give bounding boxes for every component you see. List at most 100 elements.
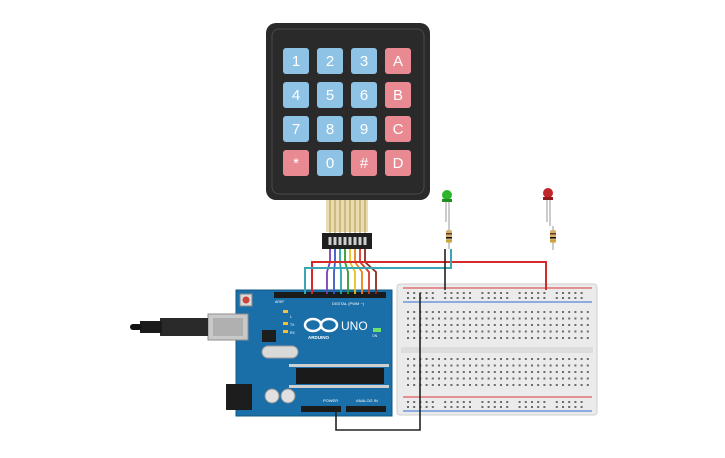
hole [493, 317, 496, 320]
keypad-wire[interactable] [326, 249, 331, 294]
rail-hole [500, 297, 502, 299]
key-4[interactable]: 4 [283, 82, 309, 108]
hole [431, 317, 434, 320]
keypad-wire[interactable] [354, 249, 363, 294]
arduino-uno-board[interactable]: UNO ARDUINO DIGITAL (PWM ~) POWER ANALOG… [207, 289, 393, 417]
hole [469, 317, 471, 320]
red-led[interactable] [543, 188, 553, 226]
rail-hole [574, 297, 577, 299]
usb-strain-relief [140, 321, 162, 333]
hole [493, 337, 496, 339]
hole [456, 317, 459, 320]
tx-label: TX [290, 323, 295, 327]
key-star[interactable]: * [283, 150, 309, 176]
wire-teal-led[interactable] [304, 249, 452, 294]
hole [456, 337, 459, 339]
hole [487, 311, 490, 313]
keypad-wire[interactable] [339, 249, 342, 294]
hole [444, 324, 447, 326]
rail-hole [487, 401, 490, 403]
hole [549, 384, 552, 386]
hole [574, 377, 577, 380]
hole [438, 324, 440, 326]
hole [481, 337, 484, 339]
rail-hole [568, 297, 571, 299]
analog-header[interactable] [346, 406, 386, 412]
hole [524, 371, 527, 373]
keypad-wires [326, 249, 377, 294]
hole [568, 311, 571, 313]
key-9[interactable]: 9 [351, 116, 377, 142]
hole [562, 337, 564, 339]
key-8[interactable]: 8 [317, 116, 343, 142]
hole [407, 384, 409, 386]
key-b[interactable]: B [385, 82, 411, 108]
keypad-wire[interactable] [344, 249, 349, 294]
key-c[interactable]: C [385, 116, 411, 142]
key-label: D [393, 155, 404, 172]
hole [543, 337, 546, 339]
wire-ground[interactable] [335, 293, 421, 431]
hole [524, 384, 527, 386]
key-5[interactable]: 5 [317, 82, 343, 108]
hole [431, 371, 434, 373]
hole [462, 317, 465, 320]
reset-button[interactable] [242, 296, 250, 304]
digital-header[interactable] [274, 292, 386, 298]
key-d[interactable]: D [385, 150, 411, 176]
key-7[interactable]: 7 [283, 116, 309, 142]
rail-hole [456, 297, 459, 299]
keypad-wire[interactable] [333, 249, 336, 294]
hole [456, 358, 459, 360]
green-led[interactable] [442, 190, 452, 226]
hole [543, 330, 546, 333]
usb-cable[interactable] [130, 318, 208, 336]
power-header[interactable] [301, 406, 341, 412]
green-led-resistor[interactable] [446, 226, 452, 249]
rail-hole [407, 292, 409, 294]
hole [580, 337, 583, 339]
hole [431, 384, 434, 386]
red-led-resistor[interactable] [550, 226, 556, 250]
key-6[interactable]: 6 [351, 82, 377, 108]
hole [450, 384, 453, 386]
key-hash[interactable]: # [351, 150, 377, 176]
rail-hole [493, 292, 496, 294]
hole [469, 384, 471, 386]
rail-hole [481, 297, 484, 299]
keypad-wire[interactable] [364, 249, 377, 294]
hole [506, 330, 509, 333]
hole [487, 377, 490, 380]
hole [574, 371, 577, 373]
rail-hole [469, 297, 471, 299]
key-a[interactable]: A [385, 48, 411, 74]
hole [512, 371, 515, 373]
rail-hole [487, 297, 490, 299]
key-1[interactable]: 1 [283, 48, 309, 74]
arduino-pcb [235, 289, 393, 417]
hole [469, 358, 471, 360]
hole [413, 337, 416, 339]
breadboard[interactable] [396, 283, 598, 416]
key-3[interactable]: 3 [351, 48, 377, 74]
hole [580, 364, 583, 367]
key-2[interactable]: 2 [317, 48, 343, 74]
key-0[interactable]: 0 [317, 150, 343, 176]
rail-hole [431, 297, 434, 299]
wire-red-led[interactable] [311, 261, 547, 294]
key-cap [283, 116, 309, 142]
hole [531, 377, 533, 380]
hole [469, 324, 471, 326]
rail-hole [531, 401, 533, 403]
hole [586, 337, 589, 339]
hole [586, 384, 589, 386]
hole [531, 337, 533, 339]
rail-hole [413, 406, 416, 408]
hole [413, 371, 416, 373]
power-jack[interactable] [226, 384, 252, 410]
key-cap [283, 150, 309, 176]
hole [475, 311, 478, 313]
hole [512, 311, 515, 313]
hole [537, 317, 540, 320]
